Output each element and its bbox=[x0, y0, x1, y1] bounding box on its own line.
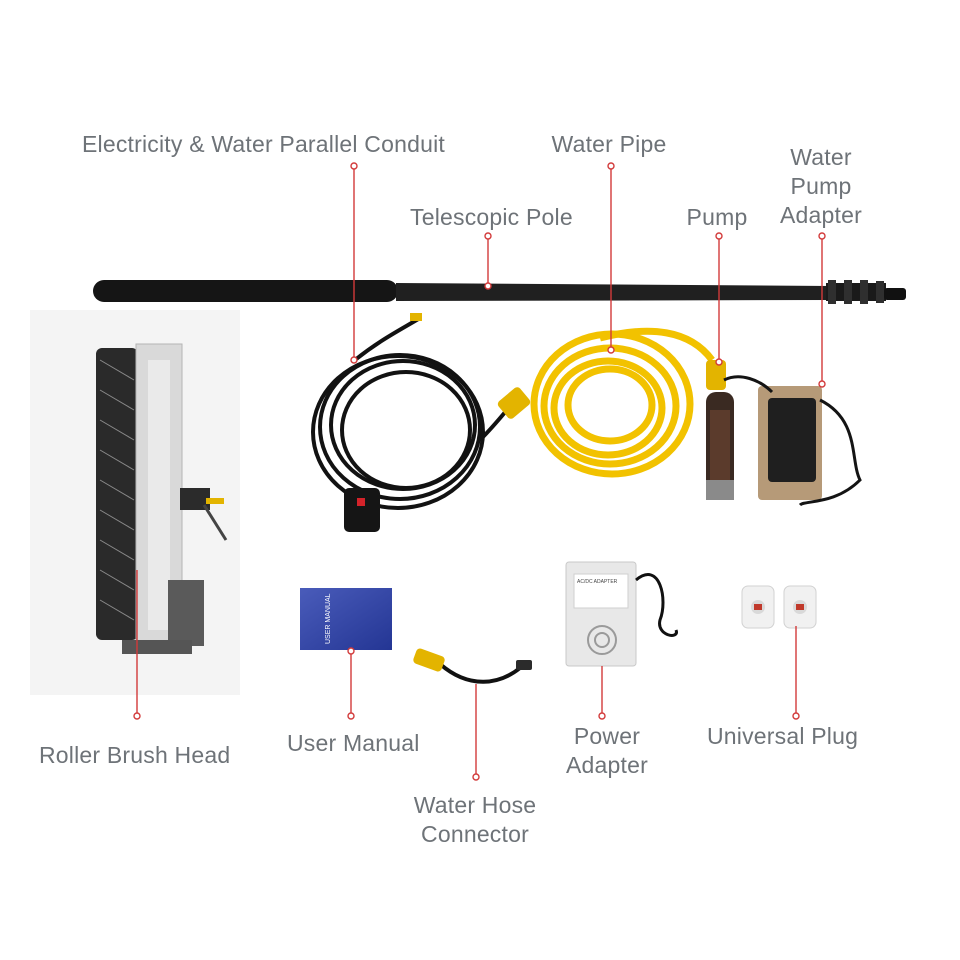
conduit-connector-image bbox=[410, 313, 422, 321]
label-universal-plug: Universal Plug bbox=[707, 723, 859, 749]
water-pump-adapter-image bbox=[723, 375, 862, 507]
power-adapter-image: AC/DC ADAPTER bbox=[565, 561, 678, 667]
universal-plug-image bbox=[741, 585, 817, 629]
leader-dots bbox=[133, 162, 826, 781]
label-power-adapter: Power Adapter bbox=[566, 723, 648, 778]
telescopic-pole-image bbox=[93, 280, 906, 304]
leader-lines bbox=[136, 166, 823, 777]
conduit-coil-image bbox=[311, 316, 522, 510]
roller-brush-head-image bbox=[30, 310, 240, 695]
pump-image bbox=[706, 392, 734, 500]
label-user-manual: User Manual bbox=[287, 730, 420, 756]
water-pipe-coil-image bbox=[530, 327, 715, 478]
label-hose-connector: Water Hose Connector bbox=[413, 792, 537, 847]
user-manual-image: USER MANUAL bbox=[300, 588, 392, 650]
label-pump: Pump bbox=[686, 204, 748, 230]
hose-connector-image bbox=[413, 648, 532, 684]
manual-cover-text: USER MANUAL bbox=[325, 593, 332, 644]
conduit-switch-image bbox=[344, 488, 380, 532]
label-telescopic-pole: Telescopic Pole bbox=[410, 204, 573, 230]
label-conduit: Electricity & Water Parallel Conduit bbox=[82, 131, 445, 157]
label-roller-brush: Roller Brush Head bbox=[39, 742, 231, 768]
power-adapter-plate-text: AC/DC ADAPTER bbox=[577, 579, 618, 585]
label-pump-adapter: Water Pump Adapter bbox=[780, 144, 862, 228]
label-water-pipe: Water Pipe bbox=[551, 131, 667, 157]
